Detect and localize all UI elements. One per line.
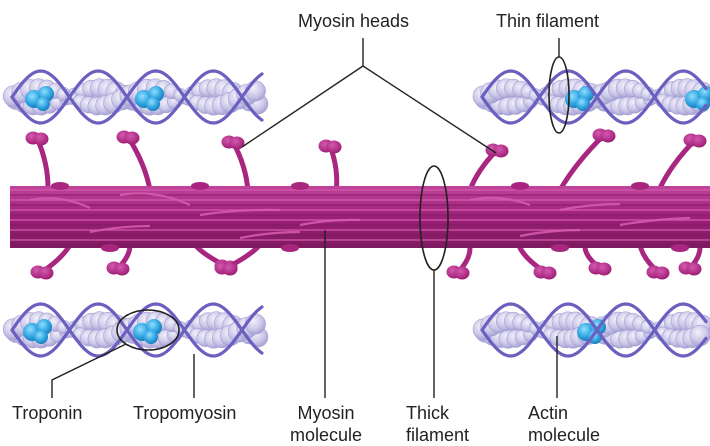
myosin-head bbox=[470, 144, 509, 191]
myosin-head-lobe bbox=[601, 130, 616, 143]
myosin-head bbox=[660, 134, 707, 189]
myosin-head-lobe bbox=[125, 132, 140, 145]
myosin-head-bud bbox=[101, 244, 119, 252]
myosin-head bbox=[117, 131, 151, 191]
myosin-head bbox=[31, 245, 71, 280]
myosin-head-lobe bbox=[223, 263, 238, 276]
label-myosin-molecule-line1: Myosin bbox=[278, 402, 374, 424]
actin-bead bbox=[690, 325, 710, 346]
myosin-neck bbox=[560, 135, 604, 190]
myosin-head bbox=[520, 248, 557, 280]
myosin-head-lobe bbox=[115, 263, 130, 276]
myosin-head-bud bbox=[291, 182, 309, 190]
myosin-neck bbox=[37, 138, 48, 190]
myosin-head-lobe bbox=[39, 267, 54, 280]
troponin-subunit bbox=[144, 330, 158, 344]
myosin-head-lobe bbox=[542, 267, 557, 280]
myosin-head bbox=[585, 248, 612, 276]
thin-filament-top-right bbox=[473, 71, 710, 123]
thin-filament-top-left bbox=[3, 71, 268, 123]
myosin-head bbox=[26, 132, 49, 191]
label-myosin-heads: Myosin heads bbox=[298, 10, 409, 32]
myosin-head bbox=[319, 140, 342, 194]
label-tropomyosin: Tropomyosin bbox=[133, 402, 236, 424]
troponin-subunit bbox=[146, 97, 160, 111]
myosin-neck bbox=[660, 140, 695, 188]
label-actin-molecule: Actin molecule bbox=[528, 402, 600, 446]
myosin-head bbox=[222, 136, 249, 193]
myosin-head-bud bbox=[281, 244, 299, 252]
label-thick-filament-line1: Thick bbox=[406, 402, 469, 424]
myosin-head-lobe bbox=[655, 267, 670, 280]
myosin-head-bud bbox=[631, 182, 649, 190]
troponin-subunit bbox=[36, 97, 50, 111]
label-actin-molecule-line2: molecule bbox=[528, 424, 600, 446]
myosin-heads-leader-right bbox=[363, 66, 496, 153]
label-troponin: Troponin bbox=[12, 402, 82, 424]
troponin-subunit bbox=[34, 330, 48, 344]
myosin-head-bud bbox=[511, 182, 529, 190]
myosin-neck bbox=[128, 137, 150, 190]
myosin-neck bbox=[233, 142, 248, 192]
myosin-head-lobe bbox=[230, 137, 245, 150]
myosin-head bbox=[640, 245, 670, 280]
myosin-head-lobe bbox=[455, 267, 470, 280]
label-myosin-molecule: Myosin molecule bbox=[278, 402, 374, 446]
myosin-head-lobe bbox=[494, 145, 509, 158]
myosin-head-bud bbox=[191, 182, 209, 190]
myosin-head-lobe bbox=[327, 141, 342, 154]
myosin-head-bud bbox=[551, 244, 569, 252]
myosin-head-bud bbox=[51, 182, 69, 190]
label-thick-filament-line2: filament bbox=[406, 424, 469, 446]
myosin-head-bud bbox=[671, 244, 689, 252]
myosin-head bbox=[447, 248, 471, 280]
thick-filament bbox=[10, 182, 710, 252]
myosin-head-lobe bbox=[687, 263, 702, 276]
myosin-head-lobe bbox=[34, 133, 49, 146]
myosin-head-lobe bbox=[692, 135, 707, 148]
label-actin-molecule-line1: Actin bbox=[528, 402, 600, 424]
myosin-head-lobe bbox=[597, 263, 612, 276]
label-thin-filament: Thin filament bbox=[496, 10, 599, 32]
label-myosin-molecule-line2: molecule bbox=[278, 424, 374, 446]
thin-filament-bottom-right bbox=[473, 304, 710, 356]
label-thick-filament: Thick filament bbox=[406, 402, 469, 446]
myosin-head bbox=[560, 129, 616, 191]
